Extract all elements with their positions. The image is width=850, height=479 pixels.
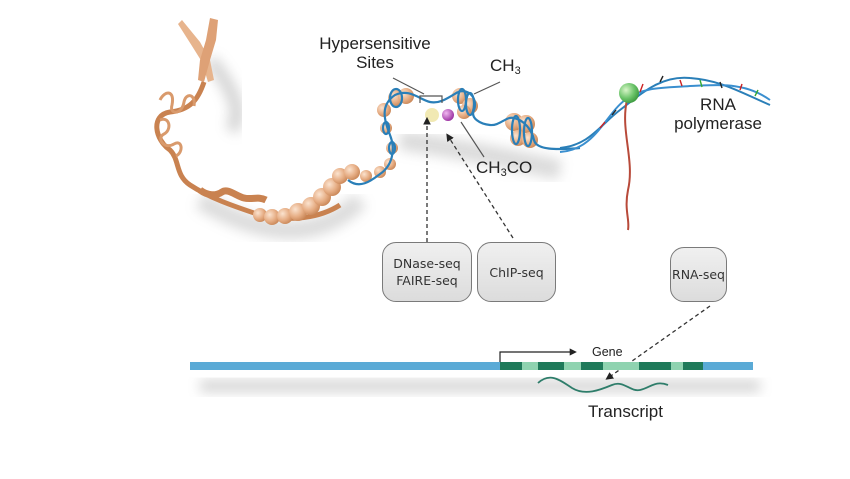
box-text: FAIRE-seq <box>396 273 458 288</box>
dnase-faire-seq-box: DNase-seq FAIRE-seq <box>382 242 472 302</box>
exon <box>500 362 522 370</box>
label-line: polymerase <box>674 114 762 133</box>
label-line: Hypersensitive <box>319 34 431 53</box>
label-subscript: 3 <box>500 167 507 179</box>
exon <box>683 362 703 370</box>
label-subscript: 3 <box>514 65 521 77</box>
drop-shadows <box>195 55 760 392</box>
chip-seq-box: ChIP-seq <box>477 242 556 302</box>
exon <box>581 362 603 370</box>
label-line: RNA <box>700 95 736 114</box>
chromosome-icon <box>178 18 218 82</box>
transcript-label: Transcript <box>588 402 663 421</box>
box-text: RNA-seq <box>672 267 725 282</box>
label-text: CH <box>490 56 515 75</box>
label-text: CH <box>476 158 501 177</box>
acetylation-mark-icon <box>442 109 454 121</box>
nascent-rna-strand <box>624 99 631 231</box>
label-leader-lines <box>392 77 501 158</box>
rna-polymerase-icon <box>619 83 639 103</box>
rna-polymerase-label: RNA polymerase <box>668 95 768 133</box>
exon <box>639 362 671 370</box>
tss-arrow-icon <box>499 348 577 362</box>
exon <box>538 362 564 370</box>
assay-arrows <box>423 116 711 380</box>
hypersensitive-bracket <box>419 95 443 103</box>
dna-double-helix <box>559 75 771 153</box>
methylation-label: CH3 <box>490 56 521 81</box>
hypersensitive-site-highlight <box>425 108 439 122</box>
transcript-wave <box>537 376 669 393</box>
box-text: DNase-seq <box>393 256 461 271</box>
genome-bar <box>190 362 753 370</box>
label-line: Sites <box>356 53 394 72</box>
rna-seq-box: RNA-seq <box>670 247 727 302</box>
acetylation-label: CH3CO <box>476 158 532 183</box>
label-text: CO <box>506 158 533 177</box>
hypersensitive-sites-label: Hypersensitive Sites <box>305 34 445 72</box>
box-text: ChIP-seq <box>489 264 544 280</box>
gene-label: Gene <box>592 345 623 359</box>
dna-linker <box>347 87 581 186</box>
gene-track <box>190 348 753 370</box>
